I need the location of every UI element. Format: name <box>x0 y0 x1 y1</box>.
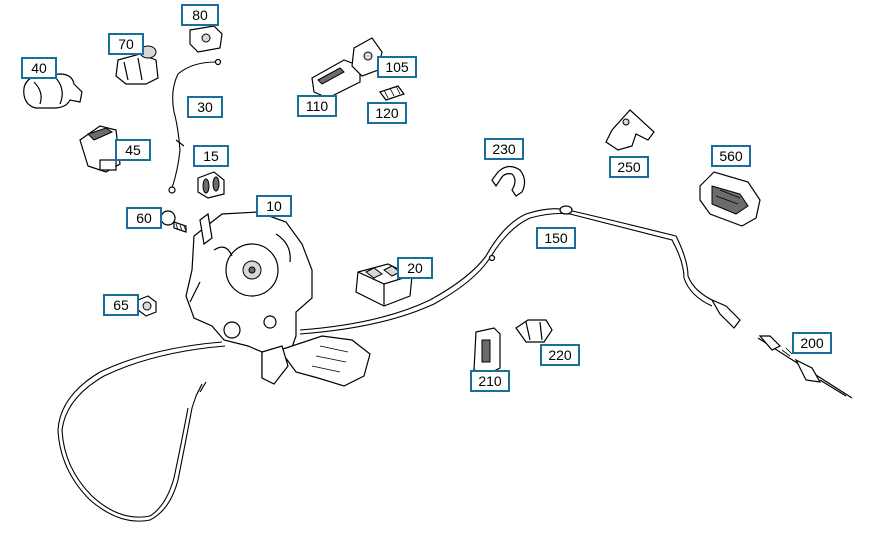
part-220-clip <box>515 319 553 343</box>
part-40-clamp <box>23 73 83 109</box>
callout-10[interactable]: 10 <box>256 195 292 217</box>
callout-120[interactable]: 120 <box>367 102 407 124</box>
callout-45[interactable]: 45 <box>115 139 151 161</box>
part-110-switch <box>311 59 361 99</box>
part-210-grommet <box>473 327 501 375</box>
callout-110[interactable]: 110 <box>297 95 337 117</box>
callout-210[interactable]: 210 <box>470 370 510 392</box>
part-120-connector <box>379 85 405 101</box>
part-150-main-cable <box>57 205 741 522</box>
callout-65[interactable]: 65 <box>103 294 139 316</box>
part-30-cable <box>168 58 222 194</box>
part-60-bolt <box>160 210 187 233</box>
callout-30[interactable]: 30 <box>187 96 223 118</box>
part-80-bracket <box>189 25 223 53</box>
callout-150[interactable]: 150 <box>536 227 576 249</box>
callout-20[interactable]: 20 <box>397 257 433 279</box>
part-560-bezel <box>699 171 761 227</box>
callout-40[interactable]: 40 <box>21 57 57 79</box>
part-250-clip <box>605 109 655 151</box>
callout-15[interactable]: 15 <box>193 145 229 167</box>
part-200-adjuster <box>757 335 853 399</box>
part-15-stop <box>197 171 225 199</box>
callout-105[interactable]: 105 <box>377 56 417 78</box>
part-230-ring <box>491 165 526 197</box>
part-10-pedal-assembly <box>185 211 371 387</box>
callout-200[interactable]: 200 <box>792 332 832 354</box>
callout-80[interactable]: 80 <box>181 4 219 26</box>
callout-230[interactable]: 230 <box>484 138 524 160</box>
callout-250[interactable]: 250 <box>609 156 649 178</box>
part-70-clip <box>115 45 159 85</box>
callout-560[interactable]: 560 <box>711 145 751 167</box>
part-65-nut <box>137 295 157 317</box>
part-45-housing <box>79 125 121 173</box>
callout-70[interactable]: 70 <box>108 33 144 55</box>
callout-220[interactable]: 220 <box>540 344 580 366</box>
callout-60[interactable]: 60 <box>126 207 162 229</box>
